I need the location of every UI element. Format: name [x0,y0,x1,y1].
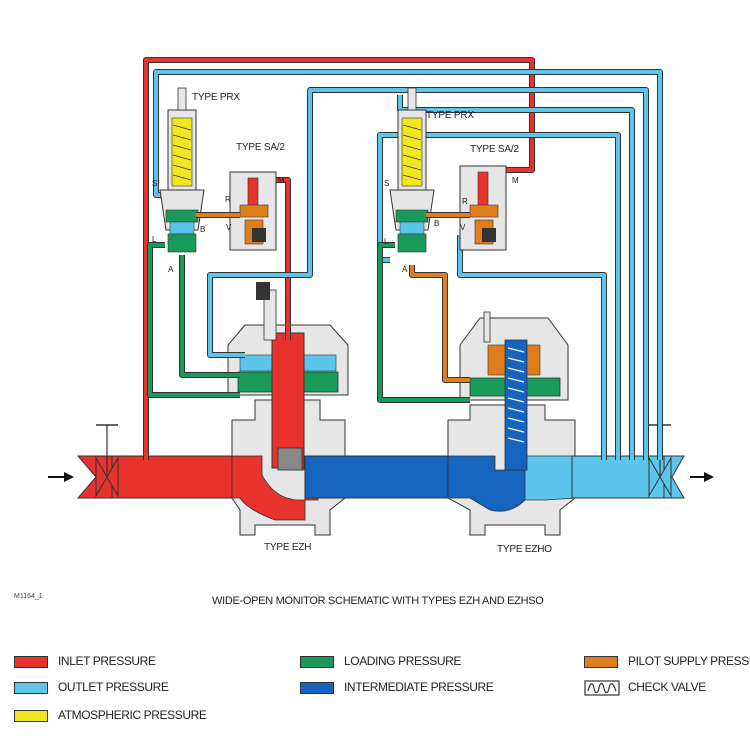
ezh-actuator [227,282,349,471]
port-r-left: R [225,195,231,204]
port-s-left: S [152,179,157,188]
legend-label-inlet: INLET PRESSURE [58,654,156,668]
sa2-pilot-left [196,171,277,251]
legend-swatch-loading [300,656,334,668]
legend-swatch-pilot-supply [584,656,618,668]
sa2-right-label: TYPE SA/2 [470,144,519,155]
legend-swatch-atmospheric [14,710,48,722]
prx-pilot-left [159,87,205,253]
ezh-label: TYPE EZH [264,542,311,553]
ezho-actuator [459,311,569,471]
port-s-right: S [384,179,389,188]
inlet-pipe [111,455,243,499]
diagram-title: WIDE-OPEN MONITOR SCHEMATIC WITH TYPES E… [212,595,544,607]
port-b-right: B [434,219,439,228]
figure-code: M1164_1 [14,593,43,600]
legend-swatch-inlet [14,656,48,668]
outlet-flow-arrow [690,472,714,482]
inlet-block-valve [95,424,119,498]
port-a-left: A [168,265,174,274]
port-b-left: B [200,225,205,234]
sa2-left-label: TYPE SA/2 [236,142,285,153]
prx-left-label: TYPE PRX [192,92,240,103]
main-pipeline [48,399,714,536]
port-v-right: V [460,223,466,232]
port-m-right: M [512,176,519,185]
port-v-left: V [226,223,232,232]
legend-label-intermediate: INTERMEDIATE PRESSURE [344,680,494,694]
legend-label-loading: LOADING PRESSURE [344,654,461,668]
legend-swatch-outlet [14,682,48,694]
legend-label-pilot-supply: PILOT SUPPLY PRESSURE [628,654,750,668]
loading-line-ezho [377,242,470,403]
prx-right-label: TYPE PRX [426,110,474,121]
ezh-inlet-column [271,332,305,469]
component-labels: TYPE PRX TYPE SA/2 TYPE PRX TYPE SA/2 TY… [152,92,552,607]
intermediate-pipe [304,455,451,499]
check-valve-icon [584,680,620,696]
port-a-right: A [402,265,408,274]
ezho-center-column [504,339,528,471]
prx-pilot-right [389,87,435,253]
port-r-right: R [462,197,468,206]
port-m-left: M [278,176,285,185]
legend-label-check-valve: CHECK VALVE [628,680,706,694]
ezho-outlet-flow [524,455,576,501]
sa2-pilot-right [426,165,507,251]
inlet-flow-arrow [48,472,74,482]
ezho-label: TYPE EZHO [497,544,552,555]
port-l-left: L [152,235,157,244]
port-l-right: L [384,237,389,246]
legend-label-atmospheric: ATMOSPHERIC PRESSURE [58,708,207,722]
legend-label-outlet: OUTLET PRESSURE [58,680,169,694]
legend-swatch-intermediate [300,682,334,694]
